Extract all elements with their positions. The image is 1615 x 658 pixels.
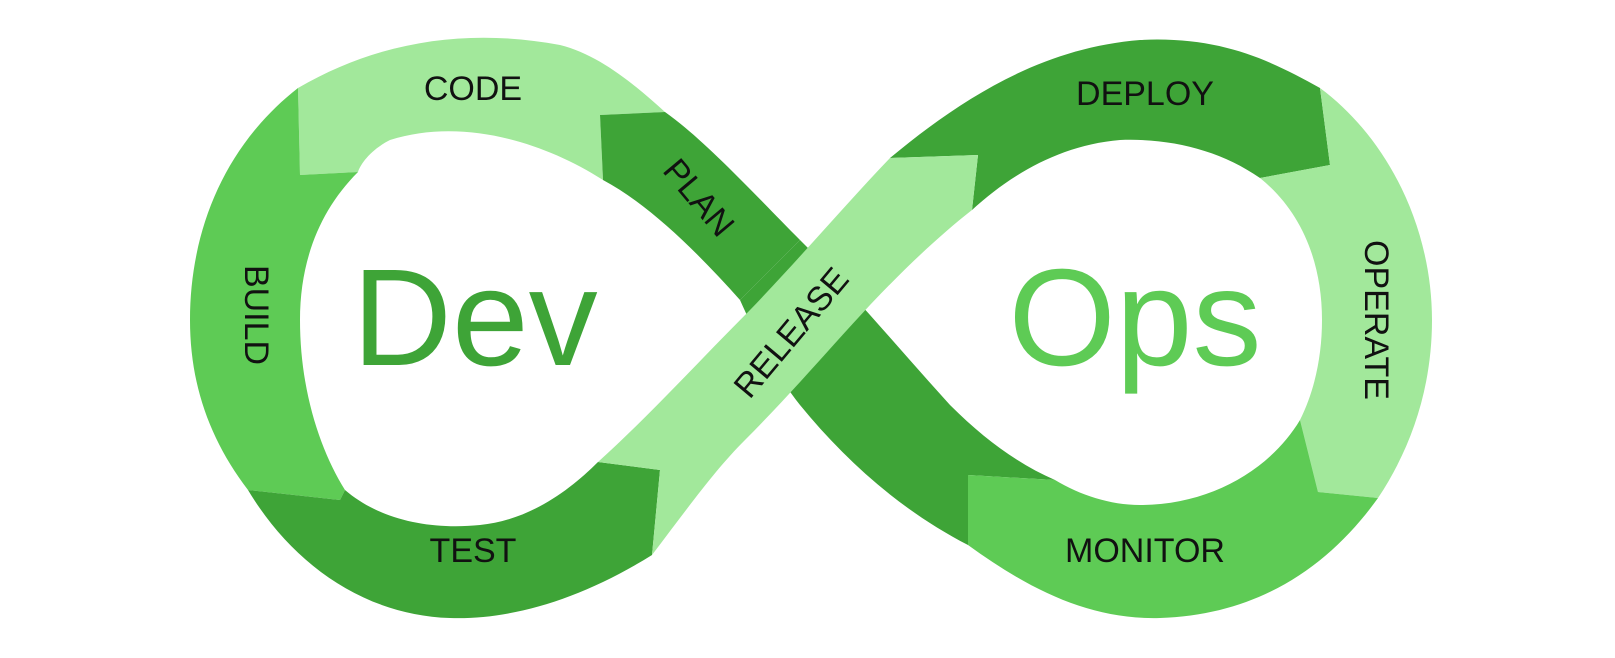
operate-segment [1260, 88, 1432, 498]
ops-word: Ops [1008, 241, 1261, 395]
code-label: CODE [424, 70, 522, 108]
monitor-label: MONITOR [1065, 532, 1225, 570]
release-segment [598, 155, 978, 555]
test-segment [248, 462, 660, 619]
code-segment [298, 37, 665, 180]
deploy-segment [890, 39, 1330, 210]
dev-word: Dev [352, 241, 597, 395]
deploy-label: DEPLOY [1076, 75, 1214, 113]
build-label: BUILD [237, 265, 275, 365]
monitor-segment [968, 420, 1378, 619]
left-loop [190, 37, 800, 619]
build-segment [190, 88, 358, 500]
test-label: TEST [430, 532, 517, 570]
plan-segment [600, 112, 800, 300]
operate-label: OPERATE [1357, 240, 1395, 400]
